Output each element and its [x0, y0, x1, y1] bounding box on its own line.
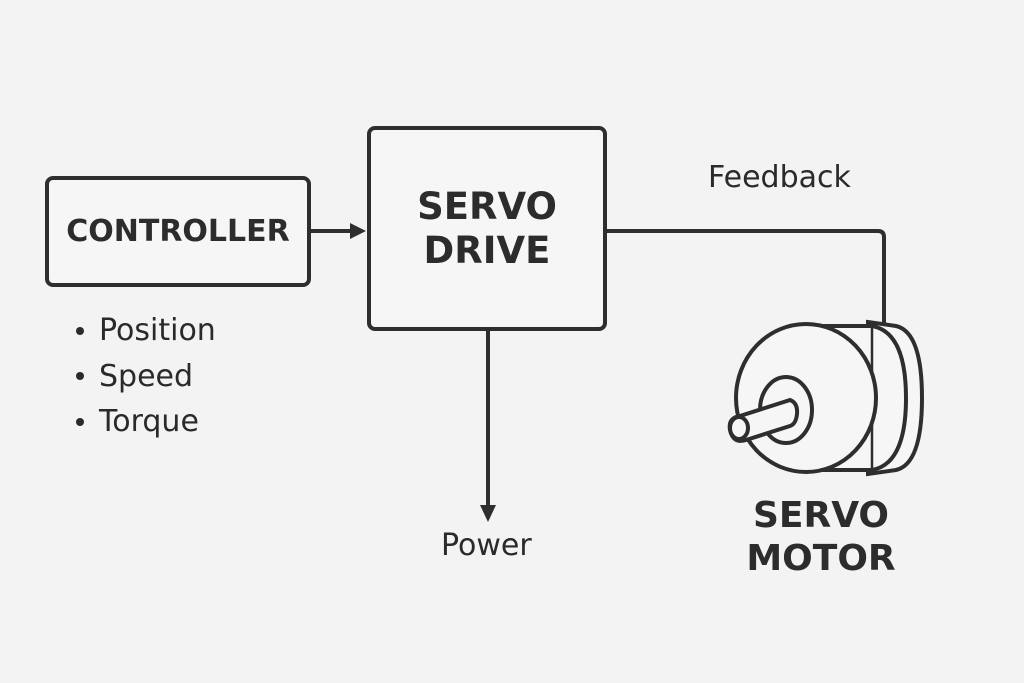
param-torque: Torque: [99, 404, 199, 439]
bullet-icon: [76, 417, 84, 426]
feedback-label: Feedback: [708, 160, 851, 195]
power-arrow: [480, 331, 496, 522]
bullet-icon: [76, 326, 84, 335]
servo-drive-box: SERVO DRIVE: [367, 126, 607, 331]
drive-label-line1: SERVO: [417, 184, 557, 228]
param-position: Position: [99, 313, 216, 348]
motor-label-line1: SERVO: [752, 495, 890, 536]
drive-label-line2: DRIVE: [423, 228, 551, 272]
power-label: Power: [441, 528, 532, 563]
controller-label: CONTROLLER: [66, 214, 290, 249]
param-speed: Speed: [99, 358, 194, 394]
servo-motor-label: SERVO MOTOR: [735, 494, 907, 580]
servo-motor-icon: [727, 319, 925, 477]
list-item: Position: [76, 308, 216, 354]
feedback-line: [607, 229, 886, 326]
controller-params-list: Position Speed Torque: [76, 308, 216, 445]
controller-box: CONTROLLER: [45, 176, 311, 287]
list-item: Speed: [76, 354, 216, 400]
motor-label-line2: MOTOR: [746, 538, 896, 580]
list-item: Torque: [76, 399, 216, 445]
controller-to-drive-arrow: [311, 223, 366, 239]
bullet-icon: [76, 372, 84, 381]
